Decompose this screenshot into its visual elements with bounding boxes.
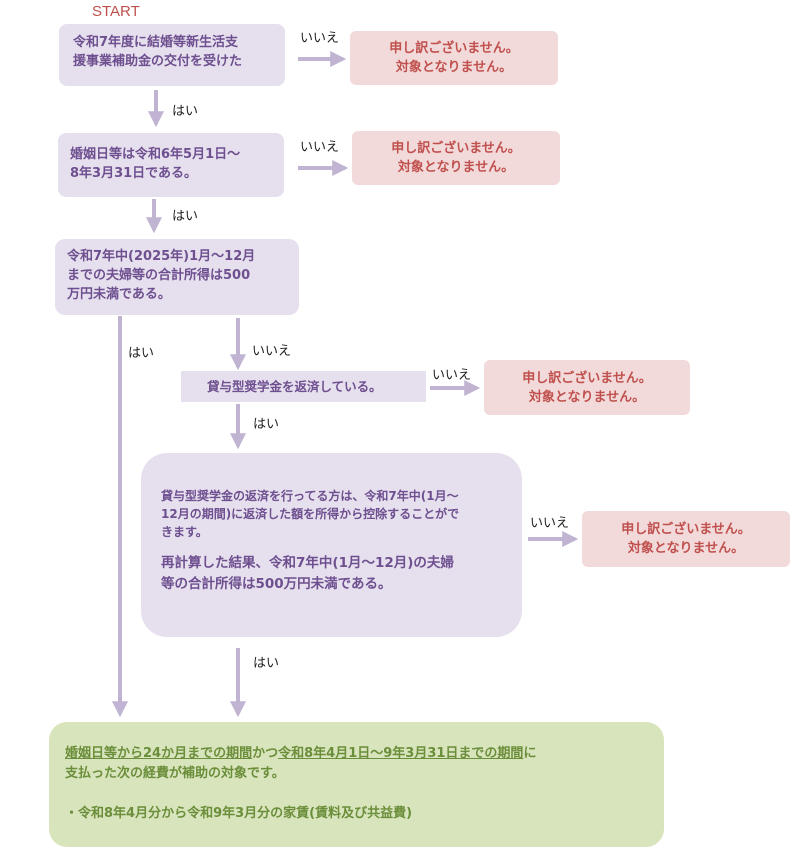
not-eligible-4: 申し訳ございません。 対象となりません。 [582, 511, 790, 567]
question-2-line2: 8年3月31日である。 [70, 166, 198, 181]
question-2-line1: 婚姻日等は令和6年5月1日～ [70, 147, 241, 162]
yes-label-4: はい [253, 417, 280, 432]
not-eligible-4-line1: 申し訳ございません。 [621, 522, 751, 537]
not-eligible-1: 申し訳ございません。 対象となりません。 [350, 31, 558, 85]
not-eligible-3-line1: 申し訳ございません。 [522, 370, 652, 386]
question-4-text: 貸与型奨学金を返済している。 [207, 379, 382, 394]
no-label-5: いいえ [530, 516, 570, 531]
no-label-2: いいえ [300, 140, 340, 155]
yes-label-3: はい [128, 346, 155, 361]
result-line1: 婚姻日等から24か月までの期間かつ令和8年4月1日～9年3月31日までの期間に [65, 744, 664, 764]
question-2: 婚姻日等は令和6年5月1日～ 8年3月31日である。 [58, 133, 284, 197]
question-5: 貸与型奨学金の返済を行ってる方は、令和7年中(1月～ 12月の期間)に返済した額… [141, 453, 522, 637]
start-label: START [92, 3, 140, 20]
question-1-line2: 援事業補助金の交付を受けた [73, 54, 243, 69]
question-1-line1: 令和7年度に結婚等新生活支 [73, 35, 239, 50]
not-eligible-2: 申し訳ございません。 対象となりません。 [352, 131, 560, 185]
yes-label-5: はい [253, 656, 280, 671]
question-5-para2-line2: 等の合計所得は500万円未満である。 [161, 576, 392, 592]
result-line2: 支払った次の経費が補助の対象です。 [65, 766, 285, 781]
result-period-1: 婚姻日等から24か月までの期間 [65, 746, 253, 761]
no-label-4: いいえ [432, 368, 472, 383]
eligible-result: 婚姻日等から24か月までの期間かつ令和8年4月1日～9年3月31日までの期間に … [49, 722, 664, 847]
not-eligible-1-line2: 対象となりません。 [395, 60, 513, 75]
question-4: 貸与型奨学金を返済している。 [181, 371, 426, 402]
no-label-3: いいえ [252, 344, 292, 359]
no-label-1: いいえ [300, 31, 340, 46]
question-3-line2: までの夫婦等の合計所得は500 [67, 268, 251, 283]
question-3-line3: 万円未満である。 [67, 287, 171, 302]
question-1: 令和7年度に結婚等新生活支 援事業補助金の交付を受けた [59, 24, 285, 86]
result-connector: かつ [252, 746, 279, 761]
not-eligible-1-line1: 申し訳ございません。 [389, 41, 519, 56]
result-item: ・令和8年4月分から令和9年3月分の家賃(賃料及び共益費) [65, 806, 413, 821]
not-eligible-2-line2: 対象となりません。 [397, 160, 515, 175]
not-eligible-3: 申し訳ございません。 対象となりません。 [484, 360, 690, 415]
question-3-line1: 令和7年中(2025年)1月～12月 [67, 249, 256, 264]
yes-label-2: はい [172, 209, 199, 224]
question-5-para1-line3: きます。 [161, 525, 208, 539]
question-5-para1-line2: 12月の期間)に返済した額を所得から控除することがで [161, 507, 460, 521]
result-particle: に [523, 746, 537, 761]
question-5-para1-line1: 貸与型奨学金の返済を行ってる方は、令和7年中(1月～ [161, 489, 459, 503]
result-period-2: 令和8年4月1日～9年3月31日までの期間 [278, 746, 524, 761]
question-5-para2-line1: 再計算した結果、令和7年中(1月～12月)の夫婦 [161, 555, 454, 571]
yes-label-1: はい [172, 104, 199, 119]
not-eligible-4-line2: 対象となりません。 [627, 541, 745, 556]
not-eligible-3-line2: 対象となりません。 [528, 389, 646, 405]
not-eligible-2-line1: 申し訳ございません。 [391, 141, 521, 156]
question-3: 令和7年中(2025年)1月～12月 までの夫婦等の合計所得は500 万円未満で… [55, 239, 299, 315]
